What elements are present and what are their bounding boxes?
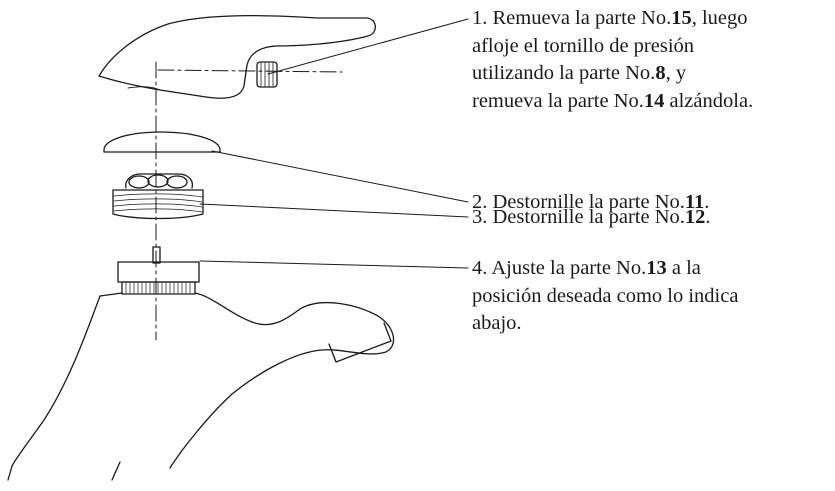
part-number: 15	[671, 7, 692, 29]
part-number: 11	[684, 191, 705, 213]
step-line: posición deseada como lo indica	[472, 283, 738, 311]
aerator-tip	[328, 322, 392, 363]
step-line: 4. Ajuste la parte No.13 a la	[472, 255, 738, 283]
step-number: 2.	[472, 191, 493, 213]
bonnet-nut	[125, 173, 194, 189]
step-text: alzándola.	[664, 89, 754, 112]
step-text: utilizando la parte No.	[472, 62, 656, 84]
step-text: , luego	[691, 7, 748, 29]
step-line: afloje el tornillo de presión	[472, 33, 753, 61]
step-text: , y	[665, 62, 687, 84]
part-number: 8	[655, 62, 666, 84]
step-line: utilizando la parte No.8, y	[472, 60, 753, 88]
step-text: Destornille la parte No.	[492, 191, 685, 213]
step-text: a la	[666, 257, 701, 279]
step-number: 3.	[472, 206, 493, 228]
cap-part	[103, 131, 221, 153]
step-text: Destornille la parte No.	[492, 206, 685, 228]
cartridge-stem	[117, 246, 200, 295]
step-text: remueva la parte No.	[472, 89, 644, 112]
step-text: afloje el tornillo de presión	[472, 34, 695, 57]
step-number: 1.	[472, 7, 493, 29]
part-number: 12	[684, 206, 706, 228]
step-text: Ajuste la parte No.	[491, 257, 647, 279]
step-text: .	[705, 206, 711, 228]
step-line: 3. Destornille la parte No.12.	[472, 204, 711, 232]
step-line: 2. Destornille la parte No.11.	[472, 189, 709, 217]
step-line: abajo.	[472, 310, 738, 338]
step-text: posición deseada como lo indica	[472, 284, 739, 307]
step-line: 1. Remueva la parte No.15, luego	[472, 5, 753, 33]
step-2-instruction: 2. Destornille la parte No.11.	[472, 189, 709, 217]
set-screw	[256, 61, 278, 88]
step-3-instruction: 3. Destornille la parte No.12.	[472, 204, 711, 232]
step-text: Remueva la parte No.	[492, 7, 672, 29]
leader-lines	[199, 18, 469, 269]
threaded-ring	[112, 189, 204, 220]
step-text: abajo.	[472, 312, 522, 334]
faucet-body	[7, 292, 395, 481]
part-number: 14	[643, 89, 665, 112]
lever-handle	[98, 15, 376, 99]
center-axis	[155, 61, 343, 341]
step-text: .	[704, 191, 710, 213]
part-number: 13	[646, 257, 667, 279]
step-number: 4.	[472, 257, 492, 279]
step-line: remueva la parte No.14 alzándola.	[472, 88, 753, 116]
